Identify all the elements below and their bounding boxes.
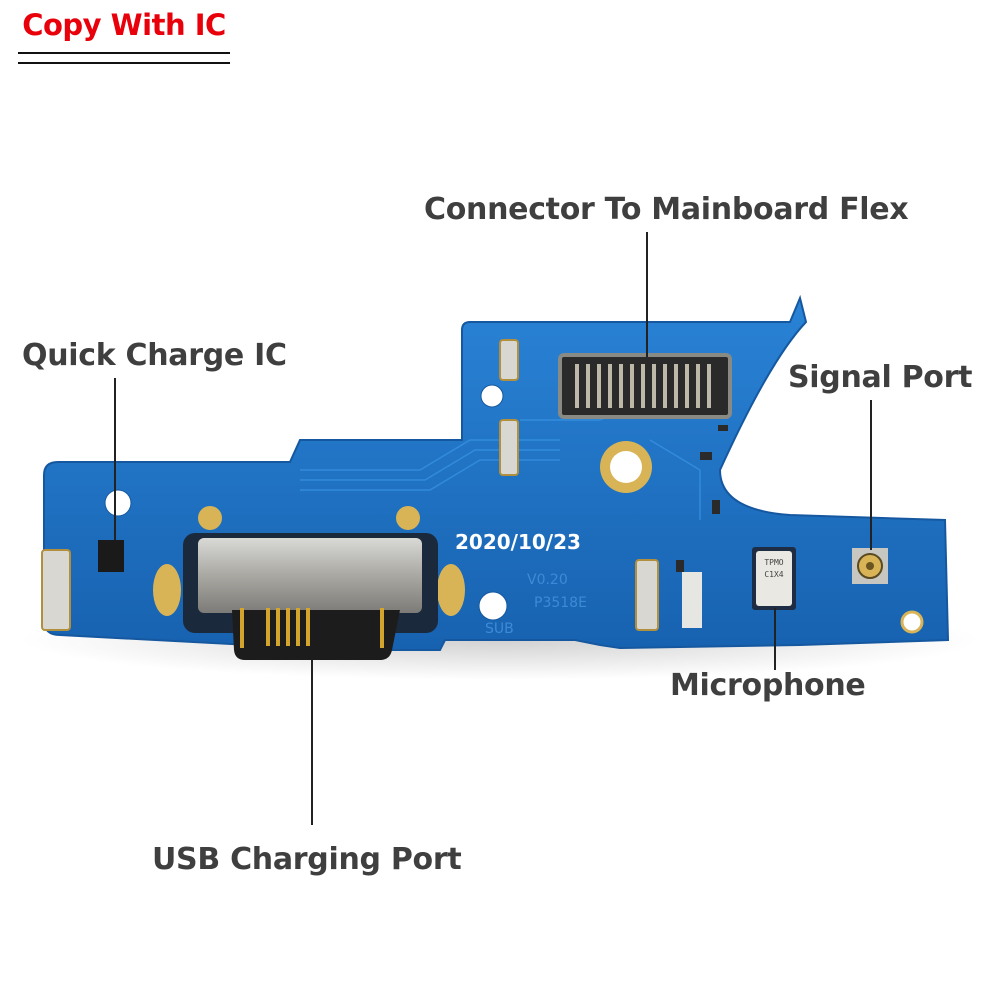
side-silkscreen: SUB xyxy=(485,621,514,637)
leader-line-microphone xyxy=(774,608,776,670)
badge-underline-top xyxy=(18,52,230,54)
label-quick-charge-ic: Quick Charge IC xyxy=(22,338,287,373)
microphone-component: TPMO C1X4 xyxy=(752,547,796,610)
leader-line-connector xyxy=(646,232,648,357)
leader-line-usb-port xyxy=(311,660,313,825)
quick-charge-ic-chip xyxy=(98,540,124,572)
part-silkscreen: P3518E xyxy=(534,595,587,611)
label-connector: Connector To Mainboard Flex xyxy=(424,192,909,227)
date-silkscreen: 2020/10/23 xyxy=(455,530,581,554)
badge-underline-bottom xyxy=(18,62,230,64)
product-badge: Copy With IC xyxy=(22,8,226,42)
leader-line-quick-charge xyxy=(114,378,116,540)
leader-line-signal-port xyxy=(870,400,872,550)
signal-port-connector xyxy=(852,548,888,584)
mic-print-line-2: C1X4 xyxy=(764,570,783,579)
label-microphone: Microphone xyxy=(670,668,866,703)
mic-print-line-1: TPMO xyxy=(764,558,783,567)
label-usb-charging-port: USB Charging Port xyxy=(152,842,462,877)
usb-c-port xyxy=(153,506,465,660)
label-signal-port: Signal Port xyxy=(788,360,973,395)
board-to-board-connector xyxy=(558,353,732,419)
version-silkscreen: V0.20 xyxy=(527,572,568,588)
